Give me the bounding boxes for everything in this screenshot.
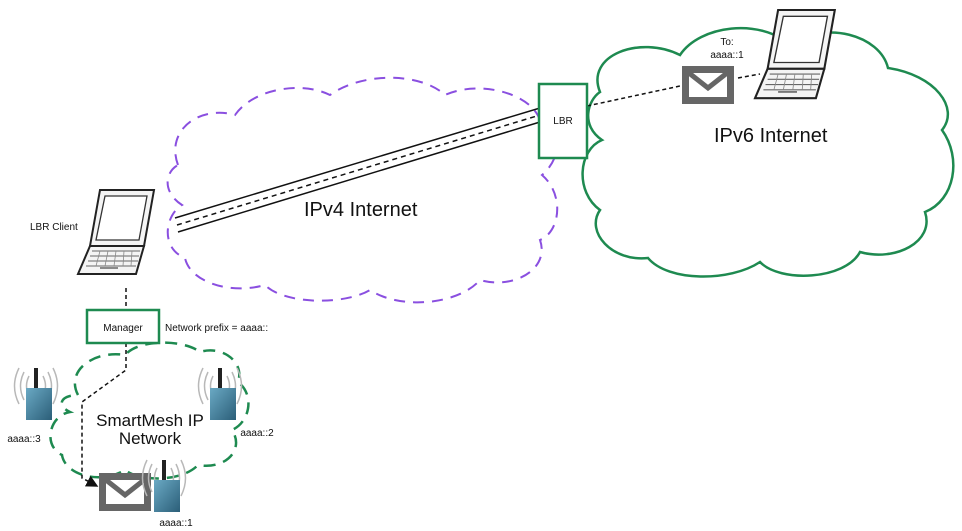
wireless-mote-icon-2 — [197, 367, 243, 421]
mote-3-label: aaaa::3 — [7, 434, 41, 445]
lbr-box — [537, 82, 589, 160]
envelope-to-laptop-line — [737, 73, 761, 79]
ipv4-internet-cloud — [166, 76, 559, 304]
ipv6-internet-cloud — [581, 26, 955, 278]
wireless-mote-icon-3 — [13, 367, 59, 421]
to-label-line1: To: — [720, 37, 733, 48]
tunnel-line-dashed — [176, 114, 541, 226]
tunnel-line-bottom — [177, 121, 541, 233]
lbr-client-label: LBR Client — [30, 222, 78, 233]
lbr-label: LBR — [553, 116, 572, 127]
lbr-client-laptop-icon — [77, 189, 155, 275]
ipv6-internet-label: IPv6 Internet — [714, 125, 828, 147]
manager-to-mote-arrow — [81, 343, 127, 487]
manager-box — [85, 308, 161, 345]
lbr-to-envelope-line — [586, 85, 681, 107]
mote-2-label: aaaa::2 — [240, 428, 274, 439]
envelope-icon-mesh — [103, 477, 148, 508]
envelope-icon — [686, 70, 731, 101]
mote-1-label: aaaa::1 — [159, 518, 193, 529]
to-label-line2: aaaa::1 — [710, 50, 744, 61]
tunnel-line-top — [174, 107, 541, 219]
network-prefix-label: Network prefix = aaaa:: — [165, 323, 268, 334]
ipv4-internet-label: IPv4 Internet — [304, 199, 418, 221]
smartmesh-label-line1: SmartMesh IP — [96, 411, 204, 430]
manager-label: Manager — [103, 323, 143, 334]
ipv6-host-laptop-icon — [753, 8, 836, 100]
smartmesh-label-line2: Network — [119, 429, 182, 448]
